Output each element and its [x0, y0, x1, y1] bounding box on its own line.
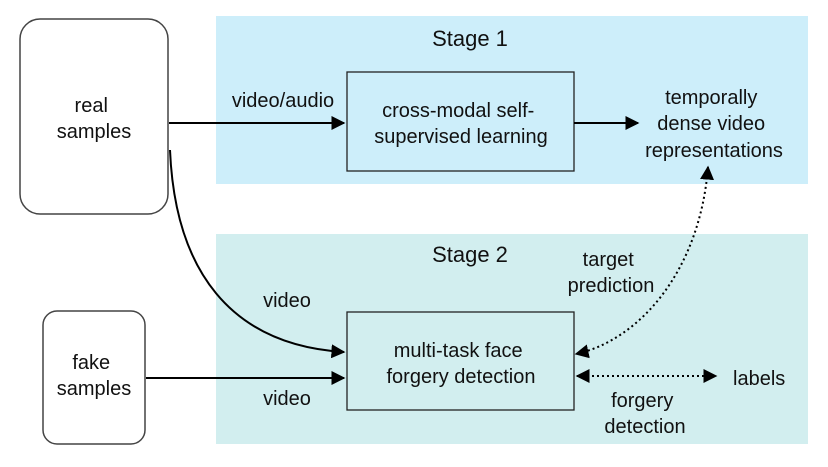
labels-label: labels [733, 368, 785, 390]
forgery-detection-box [346, 311, 575, 411]
fake-samples-label: fake samples [57, 352, 131, 400]
forgery-detection-box-label: multi-task face forgery detection [387, 340, 536, 388]
stage-2-title: Stage 2 [432, 242, 508, 267]
fake-video-label: video [263, 388, 311, 410]
target-prediction-label: target prediction [568, 249, 655, 297]
video-audio-label: video/audio [232, 90, 334, 112]
stage-1-title: Stage 1 [432, 26, 508, 51]
self-supervised-learning-box [346, 71, 575, 172]
real-samples-node [19, 18, 169, 215]
self-supervised-learning-label: cross-modal self- supervised learning [374, 100, 547, 148]
real-video-label: video [263, 290, 311, 312]
real-to-detection-arrow [169, 149, 346, 359]
representations-label: temporally dense video representations [645, 87, 783, 162]
target-prediction-arrow [574, 165, 714, 359]
forgery-detection-edge-label: forgery detection [604, 390, 685, 438]
fake-samples-node [42, 310, 146, 445]
real-samples-label: real samples [57, 95, 131, 143]
